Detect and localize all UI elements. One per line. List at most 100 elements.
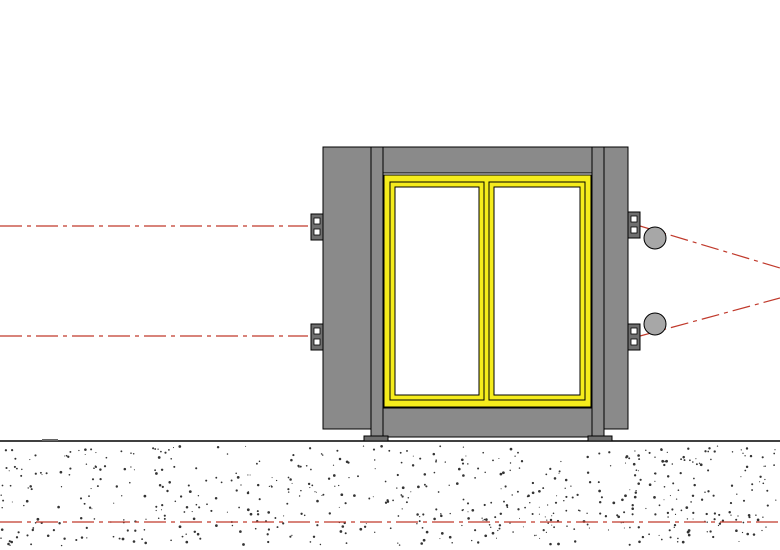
concrete-speckle (462, 474, 465, 477)
concrete-speckle (488, 523, 491, 526)
concrete-speckle (226, 511, 228, 513)
concrete-speckle (15, 467, 18, 470)
concrete-speckle (704, 450, 707, 453)
concrete-speckle (471, 508, 475, 512)
concrete-speckle (4, 449, 8, 452)
concrete-speckle (677, 537, 679, 540)
concrete-speckle (195, 503, 198, 506)
concrete-speckle (315, 491, 317, 493)
concrete-speckle (309, 541, 312, 543)
concrete-speckle (660, 448, 663, 451)
concrete-speckle (267, 540, 270, 544)
concrete-speckle (249, 474, 251, 476)
concrete-speckle (79, 497, 83, 500)
concrete-speckle (332, 474, 336, 477)
concrete-speckle (741, 531, 744, 534)
concrete-speckle (164, 451, 167, 454)
concrete-speckle (327, 477, 331, 480)
concrete-speckle (520, 460, 524, 463)
concrete-speckle (163, 517, 166, 520)
concrete-speckle (451, 541, 453, 544)
concrete-speckle (15, 536, 19, 539)
concrete-speckle (170, 457, 173, 460)
concrete-speckle (168, 481, 171, 484)
concrete-speckle (634, 491, 638, 494)
concrete-speckle (69, 467, 72, 470)
header-beam (382, 146, 593, 174)
concrete-speckle (154, 469, 157, 472)
concrete-speckle (586, 523, 589, 526)
concrete-speckle (314, 491, 316, 493)
concrete-speckle (94, 465, 97, 468)
concrete-speckle (79, 517, 83, 520)
concrete-speckle (246, 508, 250, 512)
concrete-speckle (481, 517, 483, 519)
concrete-speckle (88, 495, 90, 497)
concrete-speckle (196, 532, 200, 536)
concrete-speckle (713, 512, 717, 515)
concrete-speckle (690, 501, 692, 503)
concrete-speckle (435, 460, 437, 463)
concrete-speckle (498, 524, 502, 527)
concrete-speckle (661, 459, 665, 463)
concrete-speckle (654, 472, 657, 475)
concrete-speckle (205, 479, 208, 482)
concrete-speckle (471, 539, 473, 542)
double-glass-panel (383, 174, 592, 408)
concrete-speckle (683, 459, 686, 462)
concrete-speckle (638, 470, 639, 472)
concrete-speckle (637, 482, 640, 485)
concrete-speckle (338, 506, 340, 508)
concrete-speckle (549, 467, 552, 471)
concrete-speckle (311, 484, 314, 487)
concrete-speckle (215, 524, 218, 527)
concrete-speckle (665, 459, 668, 463)
concrete-speckle (246, 491, 250, 495)
concrete-speckle (0, 537, 2, 539)
concrete-speckle (95, 452, 97, 454)
concrete-speckle (2, 499, 5, 502)
concrete-speckle (235, 472, 237, 475)
concrete-speckle (392, 499, 394, 502)
concrete-speckle (621, 498, 624, 502)
concrete-speckle (130, 466, 132, 468)
concrete-speckle (691, 461, 694, 463)
concrete-speckle (267, 528, 271, 531)
concrete-speckle (41, 474, 43, 476)
concrete-speckle (553, 526, 555, 529)
concrete-speckle (307, 482, 311, 486)
concrete-speckle (181, 535, 184, 538)
concrete-speckle (502, 471, 505, 475)
concrete-speckle (416, 513, 419, 516)
concrete-speckle (17, 531, 20, 534)
concrete-speckle (467, 517, 470, 520)
concrete-speckle (332, 464, 335, 466)
concrete-speckle (634, 450, 636, 452)
concrete-speckle (216, 445, 220, 449)
concrete-speckle (338, 457, 342, 461)
concrete-speckle (410, 491, 412, 493)
concrete-speckle (14, 457, 17, 460)
concrete-speckle (316, 499, 319, 503)
concrete-speckle (143, 529, 146, 531)
concrete-speckle (669, 536, 672, 539)
concrete-speckle (671, 463, 674, 465)
concrete-speckle (440, 532, 444, 535)
concrete-speckle (751, 489, 754, 491)
concrete-speckle (93, 467, 95, 470)
concrete-speckle (538, 513, 540, 515)
concrete-speckle (742, 521, 745, 524)
concrete-speckle (529, 502, 531, 504)
concrete-speckle (448, 484, 450, 486)
concrete-speckle (631, 504, 634, 507)
concrete-speckle (373, 459, 376, 461)
concrete-speckle (407, 496, 410, 499)
concrete-speckle (372, 496, 374, 498)
concrete-speckle (63, 537, 66, 540)
concrete-speckle (484, 471, 486, 474)
concrete-speckle (664, 460, 666, 463)
concrete-speckle (99, 477, 102, 481)
concrete-speckle (359, 527, 363, 531)
concrete-speckle (466, 502, 470, 505)
concrete-speckle (305, 464, 308, 467)
